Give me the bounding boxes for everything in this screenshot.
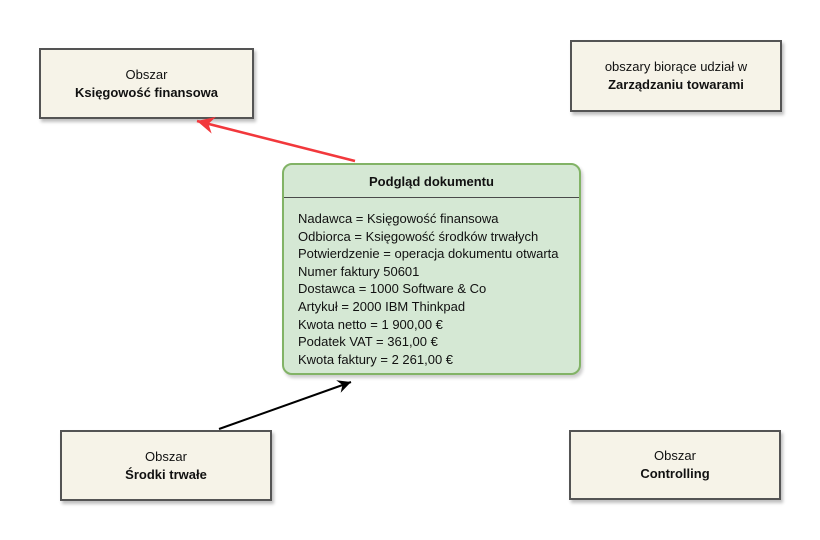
detail-line: Podatek VAT = 361,00 €: [298, 334, 438, 350]
detail-line: Artykuł = 2000 IBM Thinkpad: [298, 298, 466, 314]
node-label-line1: Obszar: [145, 448, 187, 464]
document-preview-details: Nadawca = Księgowość finansowa Odbiorca …: [284, 198, 579, 368]
node-label-line2: Zarządzaniu towarami: [608, 77, 744, 92]
detail-line: Potwierdzenie = operacja dokumentu otwar…: [298, 246, 559, 262]
node-label-line1: Obszar: [654, 448, 696, 463]
detail-line: Kwota faktury = 2 261,00 €: [298, 351, 454, 367]
node-label-line2: Księgowość finansowa: [74, 84, 219, 100]
detail-line: Odbiorca = Księgowość środków trwałych: [298, 228, 539, 244]
node-label-line1: Obszar: [125, 66, 168, 82]
document-preview-title: Podgląd dokumentu: [284, 165, 579, 198]
detail-line: Numer faktury 50601: [298, 263, 420, 279]
node-financial-accounting: Obszar Księgowość finansowa: [39, 48, 254, 119]
node-controlling: Obszar Controlling: [569, 430, 781, 500]
detail-line: Kwota netto = 1 900,00 €: [298, 316, 443, 332]
node-fixed-assets: Obszar Środki trwałe: [60, 430, 272, 501]
red-arrow-connector: [196, 116, 356, 163]
node-label-line2: Środki trwałe: [125, 466, 207, 482]
node-goods-management: obszary biorące udział w Zarządzaniu tow…: [570, 40, 782, 112]
detail-line: Nadawca = Księgowość finansowa: [298, 211, 499, 226]
black-arrow-connector: [218, 380, 352, 430]
node-label-line1: obszary biorące udział w: [604, 59, 748, 74]
detail-line: Dostawca = 1000 Software & Co: [298, 281, 487, 297]
node-label-line2: Controlling: [640, 466, 710, 481]
node-document-preview: Podgląd dokumentu Nadawca = Księgowość f…: [282, 163, 581, 375]
